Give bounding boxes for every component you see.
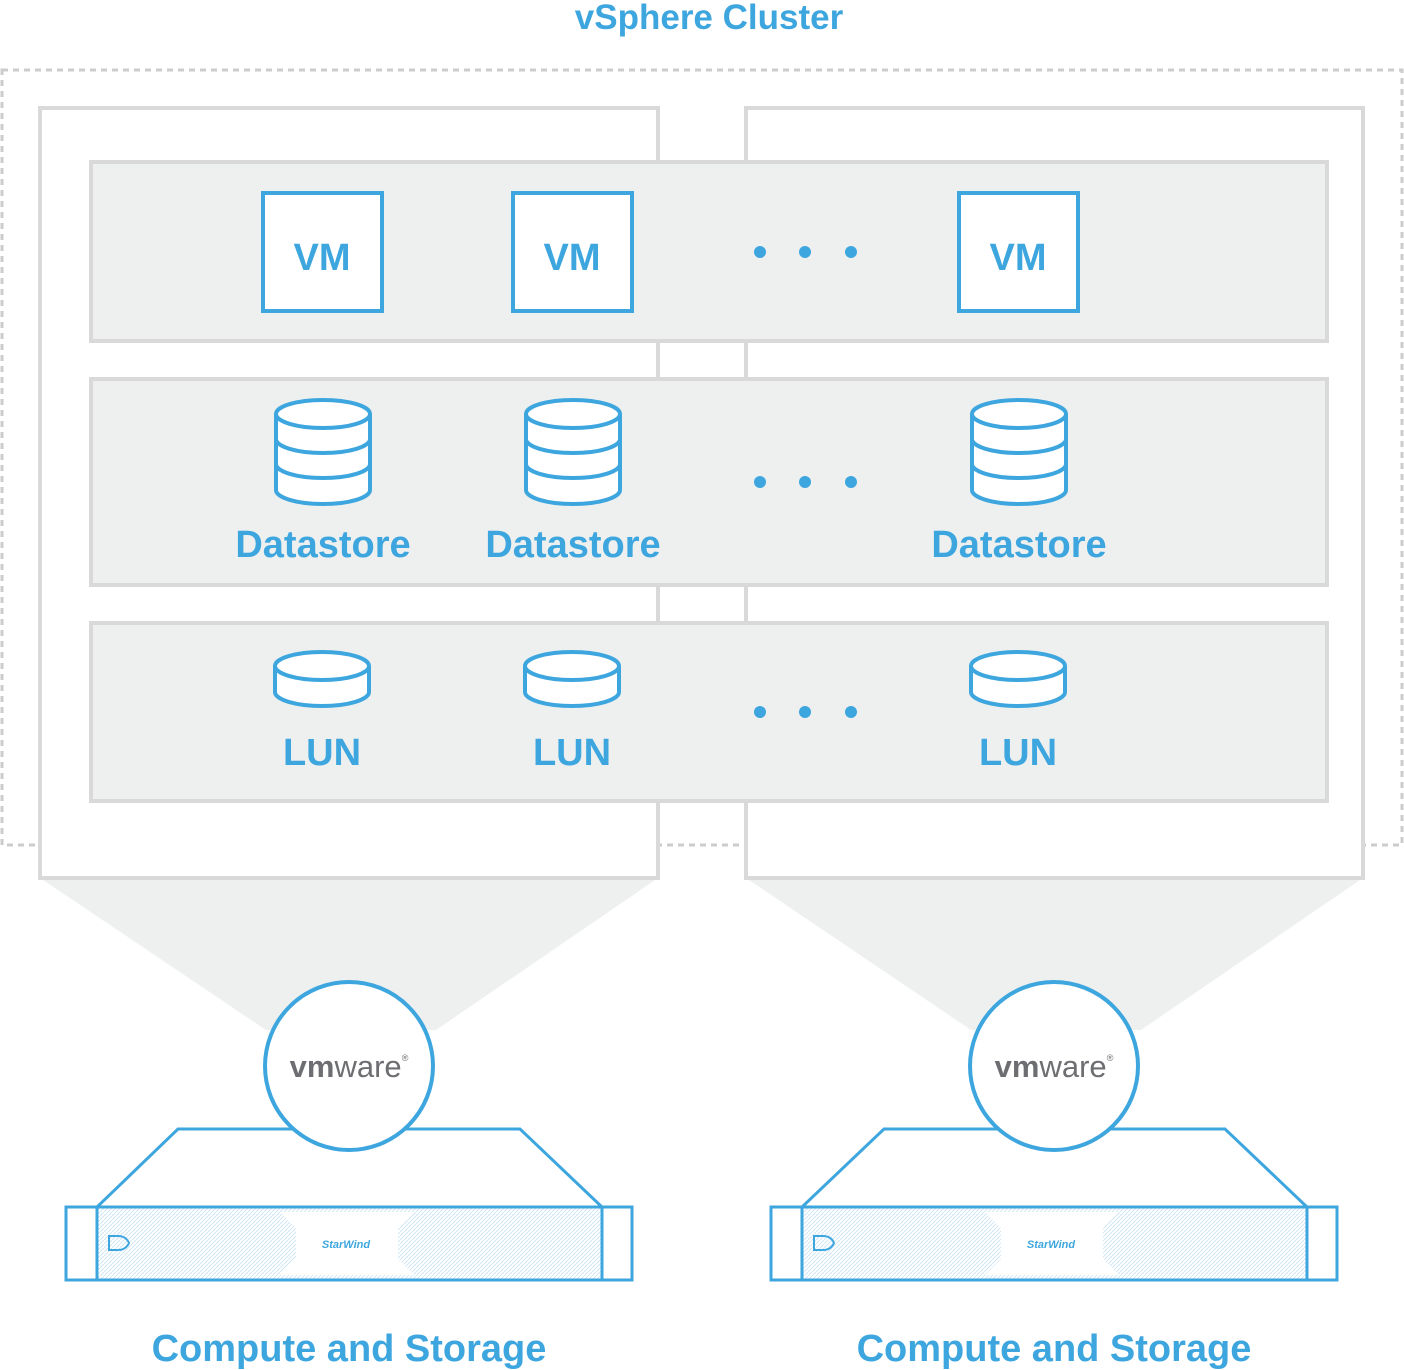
ellipsis-icon <box>754 706 857 718</box>
rack-server-icon <box>769 1127 1339 1282</box>
server-brand-label: StarWind <box>322 1239 370 1251</box>
database-stack-icon <box>970 398 1068 506</box>
datastore-label: Datastore <box>485 524 660 566</box>
disk-icon <box>523 650 621 708</box>
rack-server-icon <box>64 1127 634 1282</box>
ellipsis-icon <box>754 246 857 258</box>
vmware-logo: vmware® <box>995 1049 1114 1084</box>
lun-label: LUN <box>533 732 611 774</box>
vm-box: VM <box>511 191 634 313</box>
database-stack-icon <box>274 398 372 506</box>
datastore-label: Datastore <box>235 524 410 566</box>
disk-icon <box>969 650 1067 708</box>
server-left: StarWind vmware® Compute and Storage <box>64 980 634 1370</box>
datastore-row: Datastore Datastore Datastore <box>89 377 1329 587</box>
host-caption: Compute and Storage <box>857 1328 1252 1370</box>
cluster-boundary <box>0 68 1404 847</box>
ellipsis-icon <box>754 476 857 488</box>
cluster-title: vSphere Cluster <box>575 0 844 37</box>
lun-item: LUN <box>523 650 621 774</box>
vm-label: VM <box>544 237 601 279</box>
server-brand-label: StarWind <box>1027 1239 1075 1251</box>
lun-row: LUN LUN LUN <box>89 621 1329 803</box>
hypervisor-badge: vmware® <box>263 980 435 1152</box>
hypervisor-badge: vmware® <box>968 980 1140 1152</box>
vmware-logo: vmware® <box>290 1049 409 1084</box>
vm-box: VM <box>957 191 1080 313</box>
server-right: StarWind vmware® Compute and Storage <box>769 980 1339 1370</box>
datastore-item: Datastore <box>235 398 411 566</box>
lun-item: LUN <box>273 650 371 774</box>
disk-icon <box>273 650 371 708</box>
database-stack-icon <box>524 398 622 506</box>
datastore-item: Datastore <box>931 398 1107 566</box>
lun-label: LUN <box>979 732 1057 774</box>
vm-row: VM VM VM <box>89 160 1329 343</box>
lun-item: LUN <box>969 650 1067 774</box>
datastore-item: Datastore <box>485 398 661 566</box>
host-caption: Compute and Storage <box>152 1328 547 1370</box>
vm-label: VM <box>294 237 351 279</box>
vm-box: VM <box>261 191 384 313</box>
vm-label: VM <box>990 237 1047 279</box>
lun-label: LUN <box>283 732 361 774</box>
datastore-label: Datastore <box>931 524 1106 566</box>
